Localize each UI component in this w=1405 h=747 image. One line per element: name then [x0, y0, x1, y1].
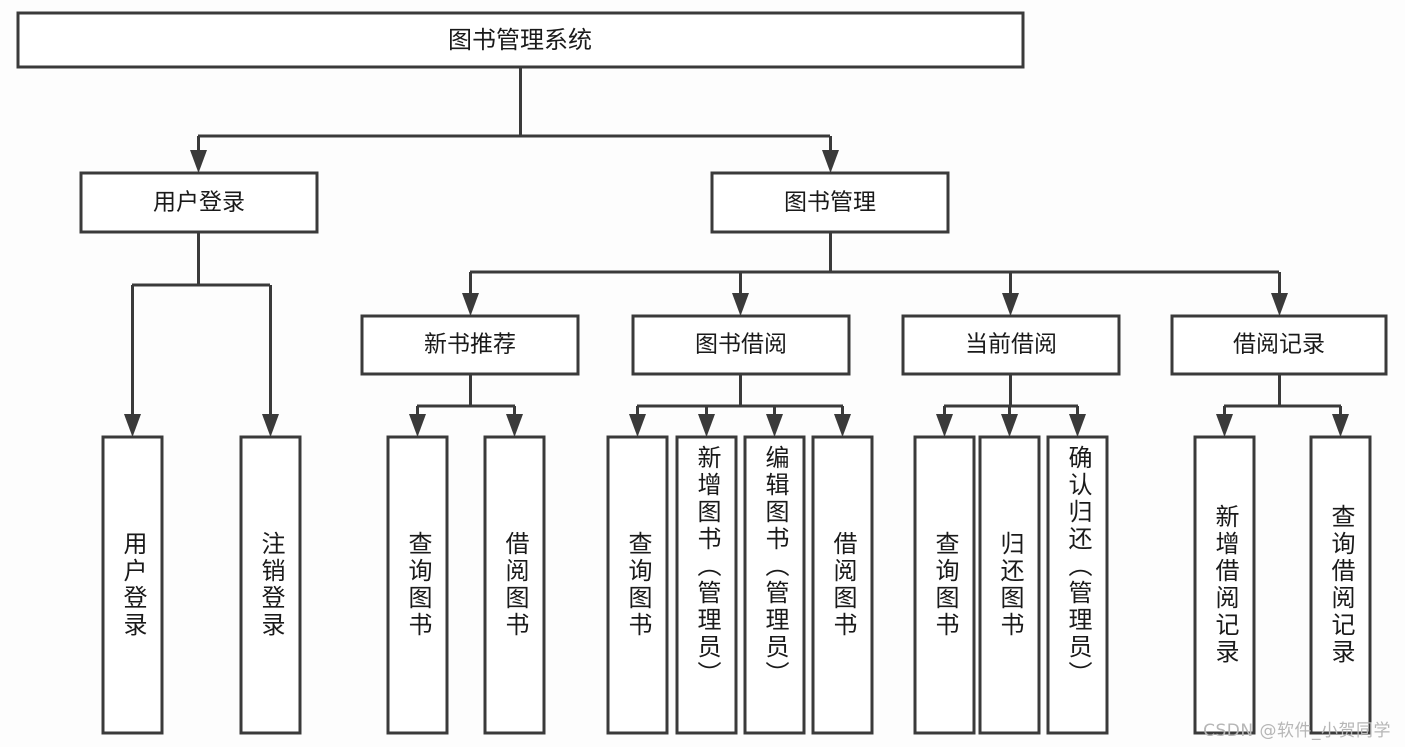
arrow-leaf-query-record: [1332, 414, 1349, 437]
node-label-current-borrow: 当前借阅: [965, 332, 1057, 358]
node-box-book-management[interactable]: [710, 171, 950, 234]
node-box-current-borrow[interactable]: [901, 314, 1121, 376]
arrow-to-userlogin: [190, 150, 207, 173]
node-box-leaf-add-book[interactable]: [675, 435, 738, 735]
node-box-leaf-borrow-book-2[interactable]: [811, 435, 874, 735]
node-box-leaf-query-record[interactable]: [1309, 435, 1372, 735]
node-box-leaf-borrow-book-1[interactable]: [483, 435, 546, 735]
arrow-leaf-user-logout: [262, 414, 279, 437]
arrow-leaf-query-book-3: [936, 414, 953, 437]
node-box-leaf-return-book[interactable]: [978, 435, 1041, 735]
node-label-new-book-recommend: 新书推荐: [424, 332, 516, 358]
arrow-leaf-query-book-2: [629, 414, 646, 437]
node-box-new-book-recommend[interactable]: [360, 314, 580, 376]
arrow-leaf-add-record: [1216, 414, 1233, 437]
node-box-leaf-edit-book[interactable]: [743, 435, 806, 735]
node-box-leaf-confirm-return[interactable]: [1046, 435, 1109, 735]
node-label-borrow-record: 借阅记录: [1233, 332, 1325, 358]
node-label-book-borrow: 图书借阅: [695, 332, 787, 358]
node-box-leaf-query-book-2[interactable]: [606, 435, 669, 735]
connectors: [124, 67, 1349, 437]
node-box-book-borrow[interactable]: [631, 314, 851, 376]
node-label-book-management: 图书管理: [784, 190, 876, 216]
node-label-root: 图书管理系统: [448, 26, 592, 54]
node-box-leaf-query-book-1[interactable]: [386, 435, 449, 735]
arrow-to-borrowrecord: [1271, 293, 1288, 316]
arrow-to-bookmgmt: [822, 150, 839, 173]
arrow-to-currentborrow: [1002, 293, 1019, 316]
arrow-leaf-borrow-book-1: [506, 414, 523, 437]
node-box-borrow-record[interactable]: [1170, 314, 1388, 376]
arrow-leaf-query-book-1: [409, 414, 426, 437]
node-box-root[interactable]: [16, 11, 1025, 69]
arrow-leaf-confirm-return: [1069, 414, 1086, 437]
node-box-leaf-query-book-3[interactable]: [913, 435, 976, 735]
nodes: 图书管理系统 用户登录 图书管理 新书推荐 图书借阅 当前借阅 借阅记录: [16, 11, 1388, 735]
node-box-leaf-user-login[interactable]: [101, 435, 164, 735]
arrow-leaf-edit-book: [766, 414, 783, 437]
arrow-to-borrowbook: [732, 293, 749, 316]
arrow-leaf-add-book: [698, 414, 715, 437]
arrow-to-newbook: [462, 293, 479, 316]
csdn-watermark: CSDN @软件_小贺同学: [1203, 721, 1391, 741]
node-label-user-login: 用户登录: [153, 190, 245, 216]
arrow-leaf-return-book: [1001, 414, 1018, 437]
node-box-user-login[interactable]: [79, 171, 319, 234]
node-box-leaf-user-logout[interactable]: [239, 435, 302, 735]
node-box-leaf-add-record[interactable]: [1193, 435, 1256, 735]
arrow-leaf-user-login: [124, 414, 141, 437]
arrow-leaf-borrow-book-2: [834, 414, 851, 437]
